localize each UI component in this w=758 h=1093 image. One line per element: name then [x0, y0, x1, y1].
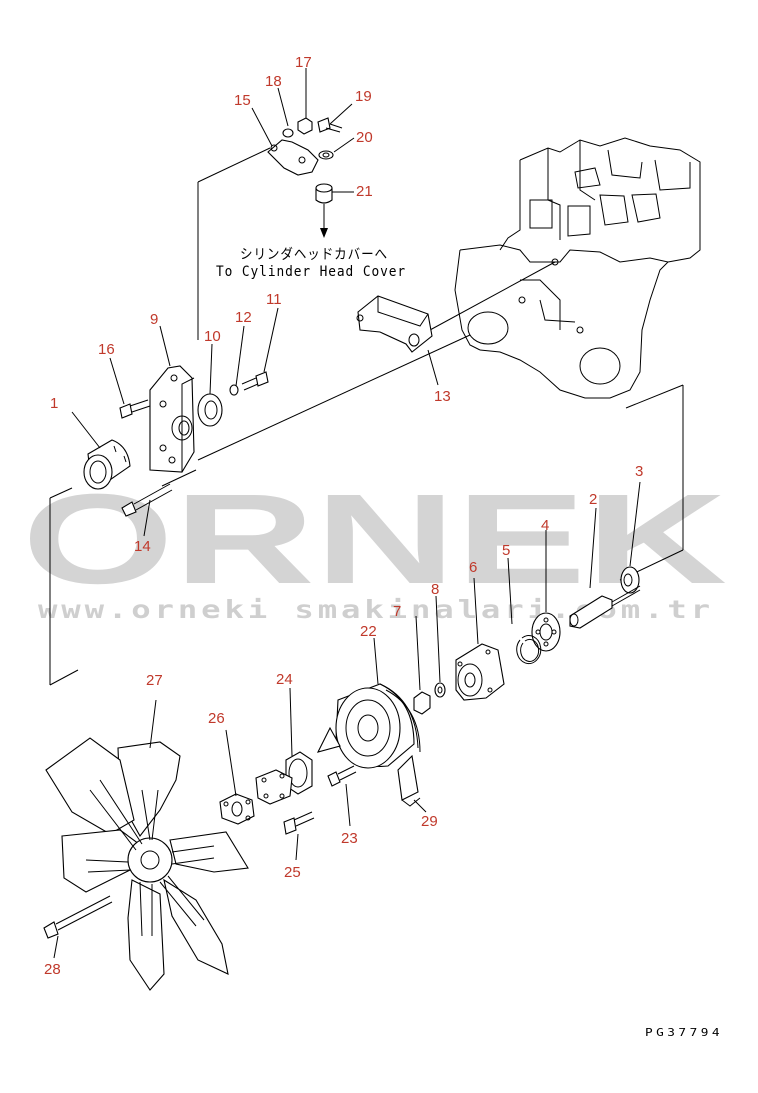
- callout-29: 29: [421, 813, 438, 830]
- callout-25: 25: [284, 864, 301, 881]
- nut-3: [620, 566, 640, 594]
- callout-20: 20: [356, 129, 373, 146]
- bolt-11: [241, 371, 269, 391]
- hub-24: [255, 751, 313, 805]
- figure-code: PG37794: [645, 1026, 723, 1039]
- note-jp: シリンダヘッドカバーへ: [240, 247, 388, 263]
- callout-26: 26: [208, 710, 225, 727]
- callout-19: 19: [355, 88, 372, 105]
- assembly-lines: [49, 147, 684, 686]
- callout-12: 12: [235, 309, 252, 326]
- bracket-13: [356, 295, 433, 353]
- bolt-19: [317, 117, 343, 133]
- nut-7: [413, 691, 431, 715]
- belt-29: [316, 726, 421, 807]
- plate-9: [149, 365, 195, 473]
- callout-4: 4: [541, 517, 549, 534]
- callout-3: 3: [635, 463, 643, 480]
- pump-body-6: [455, 643, 505, 701]
- pulley-22: [335, 683, 421, 769]
- callout-24: 24: [276, 671, 293, 688]
- callout-21: 21: [356, 183, 373, 200]
- engine-block: [454, 137, 701, 399]
- callout-18: 18: [265, 73, 282, 90]
- callout-17: 17: [295, 54, 312, 71]
- bolt-25: [283, 811, 315, 835]
- callout-28: 28: [44, 961, 61, 978]
- impeller-4: [531, 612, 561, 652]
- bolt-14: [121, 483, 173, 517]
- callout-leaders: [53, 68, 641, 959]
- watermark-brand: ORNEK: [22, 468, 727, 611]
- bolt-16: [119, 399, 151, 419]
- callout-5: 5: [502, 542, 510, 559]
- callout-9: 9: [150, 311, 158, 328]
- callout-13: 13: [434, 388, 451, 405]
- callout-27: 27: [146, 672, 163, 689]
- callout-1: 1: [50, 395, 58, 412]
- fan-27: [45, 737, 249, 991]
- watermark-url: www.orneki smakinalari.com.tr: [38, 595, 714, 624]
- snap-ring-5: [516, 635, 542, 665]
- washer-8: [434, 682, 446, 698]
- arrow-head: [320, 228, 328, 238]
- callout-23: 23: [341, 830, 358, 847]
- bearing-1: [83, 439, 131, 490]
- callout-2: 2: [589, 491, 597, 508]
- callout-15: 15: [234, 92, 251, 109]
- callout-labels: 1 2 3 4 5 6 7 8 9 10 11 12 13 14 15 16 1…: [44, 54, 643, 978]
- callout-10: 10: [204, 328, 221, 345]
- washer-12: [229, 384, 239, 396]
- gasket-10: [197, 393, 223, 427]
- spacer-21: [315, 183, 333, 204]
- callout-8: 8: [431, 581, 439, 598]
- spacer-26: [219, 793, 255, 825]
- callout-7: 7: [393, 603, 401, 620]
- washer-20: [318, 150, 334, 160]
- bolt-28: [43, 895, 113, 939]
- callout-11: 11: [266, 291, 282, 308]
- callout-22: 22: [360, 623, 377, 640]
- note-en: To Cylinder Head Cover: [216, 264, 406, 280]
- callout-14: 14: [134, 538, 151, 555]
- bolt-23: [327, 765, 357, 787]
- callout-16: 16: [98, 341, 115, 358]
- nut-17: [297, 117, 313, 135]
- bracket-15: [267, 139, 319, 176]
- callout-6: 6: [469, 559, 477, 576]
- washer-18: [282, 128, 294, 138]
- shaft-2: [569, 585, 641, 629]
